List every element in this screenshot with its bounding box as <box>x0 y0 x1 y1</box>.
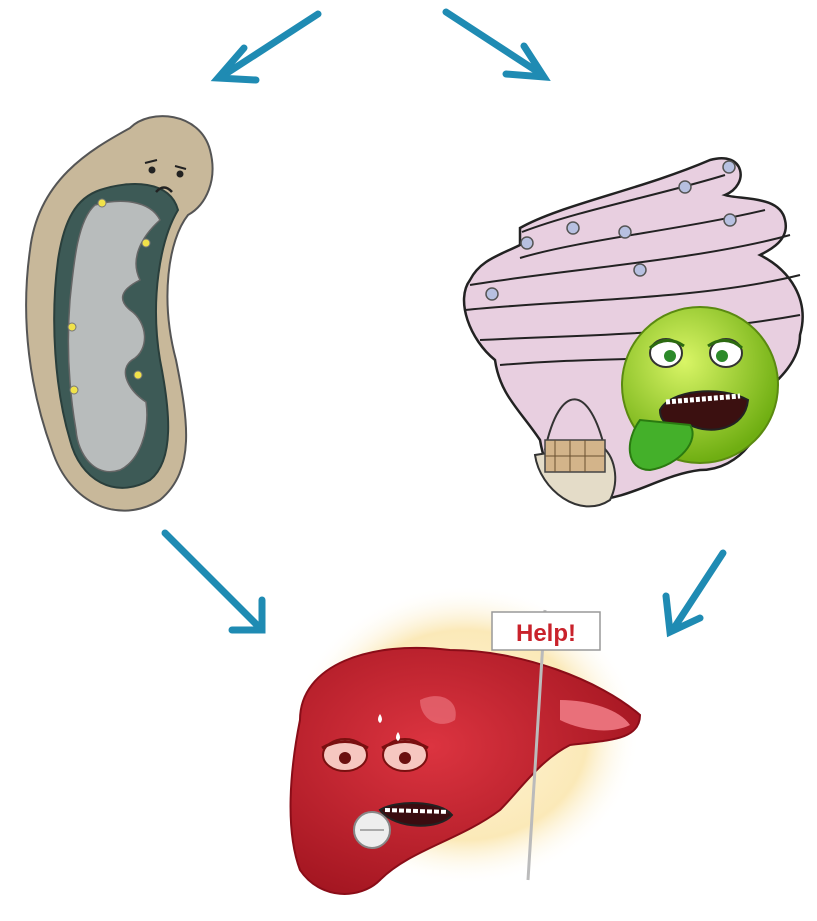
sad-mitochondrion-icon <box>26 116 212 510</box>
arrow-top-left <box>218 14 318 80</box>
arrow-golgi-to-liver <box>666 553 723 632</box>
sick-golgi-apparatus-icon <box>464 158 803 506</box>
arrow-top-right <box>446 12 544 77</box>
arrow-mito-to-liver <box>165 533 262 630</box>
help-sign-text: Help! <box>516 620 576 647</box>
sick-liver-icon: Help! <box>290 585 640 894</box>
